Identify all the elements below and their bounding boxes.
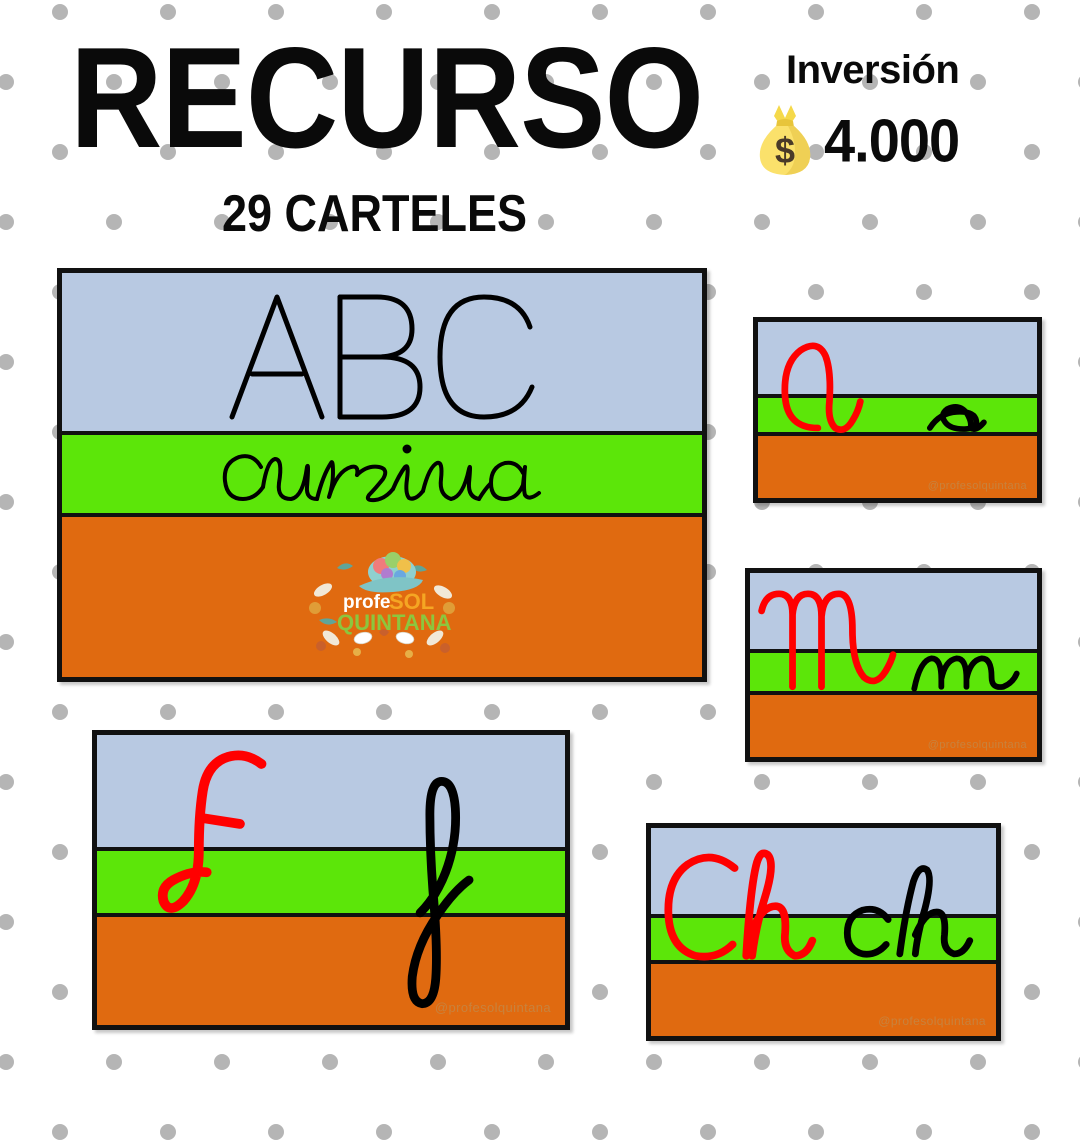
watermark: @profesolquintana (927, 480, 1027, 492)
money-bag-icon: $ (759, 105, 811, 175)
background-dot (970, 774, 986, 790)
background-dot (52, 1124, 68, 1140)
background-dot (592, 984, 608, 1000)
logo-line2: QUINTANA (337, 610, 452, 635)
sky-band (758, 322, 1037, 394)
logo-line1-part1: profe (343, 592, 391, 613)
grass-band (758, 394, 1037, 436)
dirt-band (62, 517, 702, 677)
background-dot (268, 1124, 284, 1140)
background-dot (0, 634, 14, 650)
grass-band (651, 914, 996, 964)
background-dot (754, 1054, 770, 1070)
logo-line1-part2: SOL (389, 589, 434, 614)
cursiva-script (222, 444, 541, 503)
abc-letters (229, 294, 535, 420)
background-dot (0, 354, 14, 370)
background-dot (106, 1054, 122, 1070)
letter-card-a[interactable]: @profesolquintana (753, 317, 1042, 503)
header: RECURSO Inversión $ 4.000 29 CARTELES (0, 0, 1080, 252)
background-dot (538, 1054, 554, 1070)
background-dot (160, 704, 176, 720)
background-dot (970, 1054, 986, 1070)
watermark: @profesolquintana (878, 1014, 986, 1028)
letter-card-f[interactable]: @profesolquintana (92, 730, 570, 1030)
background-dot (430, 1054, 446, 1070)
profesol-quintana-logo-icon: profe SOL QUINTANA (309, 552, 455, 658)
main-poster-card[interactable]: profe SOL QUINTANA (57, 268, 707, 682)
background-dot (862, 774, 878, 790)
watermark: @profesolquintana (434, 1000, 551, 1015)
background-dot (646, 1054, 662, 1070)
sky-band (750, 573, 1037, 649)
background-dot (1024, 284, 1040, 300)
letter-card-m[interactable]: @profesolquintana (745, 568, 1042, 762)
background-dot (376, 704, 392, 720)
background-dot (376, 1124, 392, 1140)
price-amount: 4.000 (824, 105, 960, 175)
background-dot (1024, 1124, 1040, 1140)
price-row: $ 4.000 (748, 100, 960, 180)
page-title: RECURSO (70, 18, 704, 179)
dirt-band (758, 436, 1037, 498)
poster-count-label: 29 CARTELES (222, 184, 528, 243)
background-dot (0, 914, 14, 930)
background-dot (484, 704, 500, 720)
background-dot (0, 494, 14, 510)
sky-band (97, 735, 565, 847)
dirt-band (97, 917, 565, 1025)
background-dot (592, 704, 608, 720)
background-dot (592, 1124, 608, 1140)
background-dot (1024, 984, 1040, 1000)
letter-card-ch[interactable]: @profesolquintana (646, 823, 1001, 1041)
background-dot (160, 1124, 176, 1140)
background-dot (268, 704, 284, 720)
background-dot (0, 774, 14, 790)
profesol-quintana-logo: profe SOL QUINTANA (62, 545, 702, 665)
cursiva-heading (62, 425, 702, 521)
sky-band (651, 828, 996, 914)
dirt-band (750, 695, 1037, 757)
watermark: @profesolquintana (927, 739, 1027, 751)
background-dot (862, 1054, 878, 1070)
investment-label: Inversión (786, 48, 960, 92)
grass-band (97, 847, 565, 917)
background-dot (646, 774, 662, 790)
background-dot (214, 1054, 230, 1070)
background-dot (322, 1054, 338, 1070)
background-dot (808, 1124, 824, 1140)
background-dot (592, 844, 608, 860)
background-dot (1024, 844, 1040, 860)
background-dot (700, 1124, 716, 1140)
grass-band (750, 649, 1037, 695)
background-dot (52, 844, 68, 860)
background-dot (52, 984, 68, 1000)
background-dot (484, 1124, 500, 1140)
background-dot (916, 284, 932, 300)
background-dot (916, 1124, 932, 1140)
background-dot (808, 284, 824, 300)
background-dot (0, 1054, 14, 1070)
dirt-band (651, 964, 996, 1036)
background-dot (700, 704, 716, 720)
background-dot (52, 704, 68, 720)
abc-heading (62, 279, 702, 429)
svg-text:$: $ (775, 130, 795, 171)
background-dot (754, 774, 770, 790)
